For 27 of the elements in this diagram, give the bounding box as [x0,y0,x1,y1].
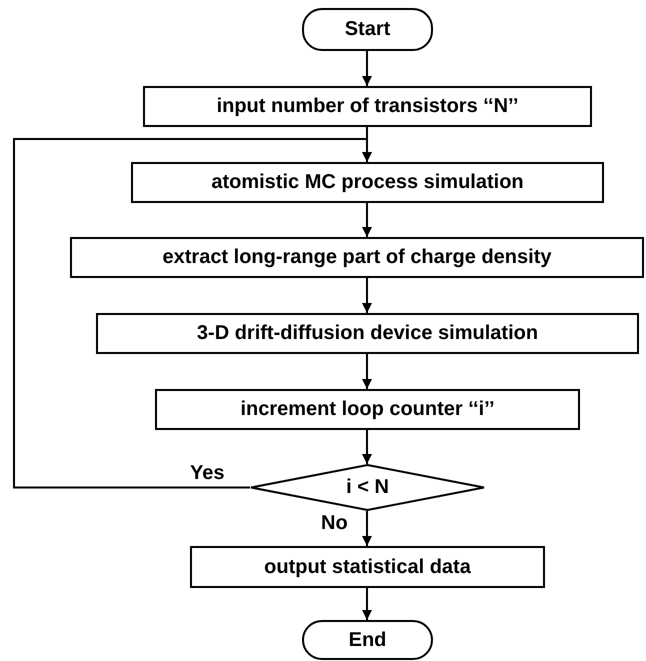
process-box [131,162,604,203]
process-box [70,237,644,278]
arrow [362,354,372,389]
node-label: 3-D drift-diffusion device simulation [196,322,538,345]
arrow [362,51,372,86]
arrow [362,203,372,237]
process-box [143,86,592,127]
arrow [362,511,372,546]
terminal-pill [302,8,433,51]
process-box [96,313,639,354]
node-label: End [348,628,386,652]
node-label: i < N [346,476,389,499]
node-label: input number of transistors ‘‘N’’ [216,95,518,118]
process-box [190,546,545,588]
node-label: increment loop counter ‘‘i’’ [240,398,495,421]
decision-diamond [250,464,485,511]
arrow [362,588,372,620]
process-box [155,389,580,430]
node-label: atomistic MC process simulation [211,171,524,194]
edge-label: Yes [190,462,224,482]
arrow [13,138,372,488]
arrow [362,430,372,464]
node-label: extract long-range part of charge density [162,246,552,269]
terminal-pill [302,620,433,660]
arrow [362,278,372,313]
node-label: output statistical data [264,556,471,578]
node-label: Start [344,18,390,41]
